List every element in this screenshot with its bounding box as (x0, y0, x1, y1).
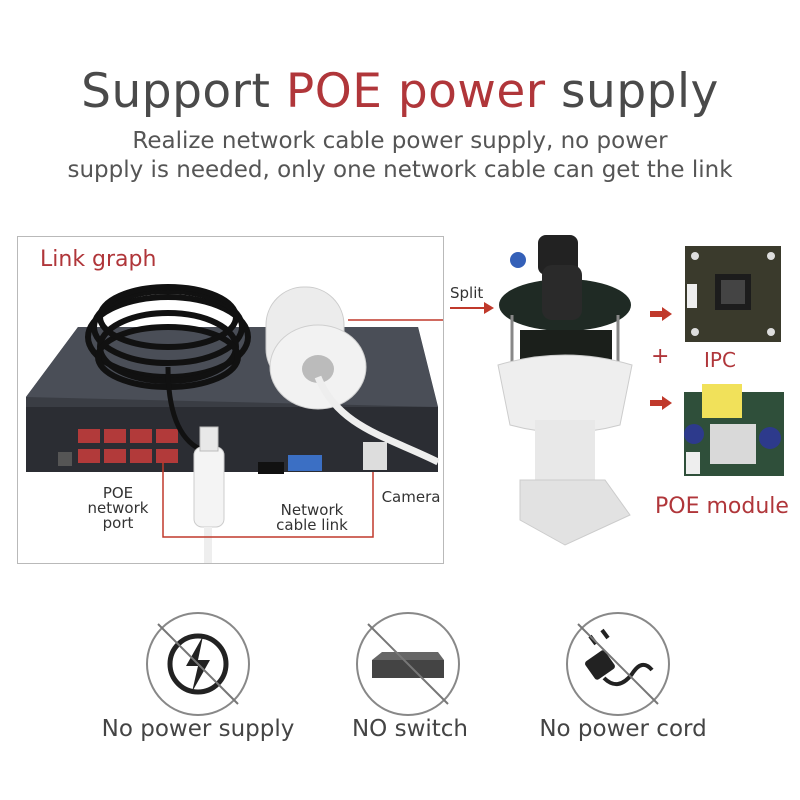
poe-module-label: POE module (655, 494, 789, 519)
title-accent: POE power (285, 64, 546, 119)
ipc-arrow-icon (650, 307, 672, 321)
subtitle-line-1: Realize network cable power supply, no p… (132, 128, 668, 154)
no-power-supply-icon (146, 612, 250, 716)
feature-label-no-power-cord: No power cord (539, 716, 707, 742)
network-link-lines (162, 319, 443, 538)
page-title: Support POE power supply (0, 64, 800, 119)
title-suffix: supply (545, 64, 719, 119)
feature-label-no-power-supply: No power supply (101, 716, 295, 742)
plus-sign: + (651, 344, 670, 369)
split-label: Split (450, 284, 484, 302)
ipc-label: IPC (704, 348, 736, 372)
no-power-cord-icon (566, 612, 670, 716)
poe-port-label: POE network port (87, 484, 149, 532)
subtitle-line-2: supply is needed, only one network cable… (67, 157, 733, 183)
exploded-camera-illustration (497, 235, 633, 546)
no-switch-icon (356, 612, 460, 716)
poe-module-illustration (684, 384, 784, 476)
feature-label-no-switch: NO switch (351, 716, 469, 742)
network-cable-label: Network cable link (276, 501, 348, 534)
ipc-board-illustration (685, 246, 781, 342)
camera-label: Camera (381, 488, 441, 506)
link-graph-illustration (26, 284, 443, 563)
poe-ports (78, 429, 178, 463)
title-prefix: Support (81, 64, 286, 119)
link-graph-panel: Link graph (17, 236, 444, 564)
split-arrow-icon (450, 302, 494, 314)
poe-module-arrow-icon (650, 396, 672, 410)
cable-coil-illustration (85, 284, 251, 390)
bullet-camera-illustration (265, 286, 440, 466)
link-graph-title: Link graph (40, 247, 157, 272)
